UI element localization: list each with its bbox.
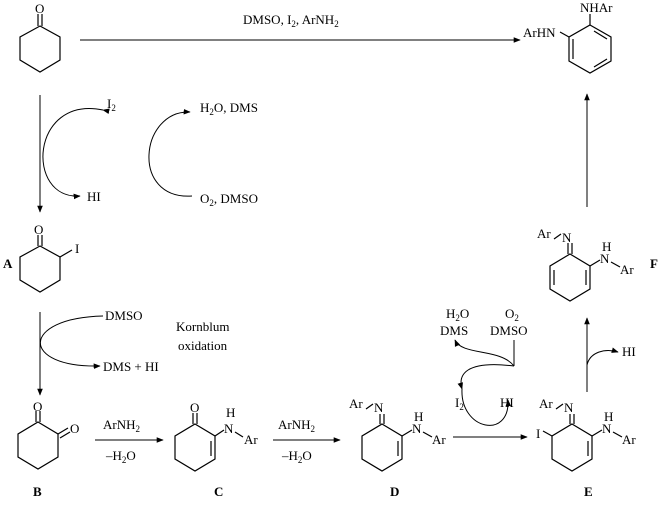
- compound-d-structure: Ar N H N Ar: [349, 396, 446, 472]
- atom-n: N: [412, 421, 422, 436]
- reagent-dms-hi: DMS + HI: [103, 359, 159, 374]
- atom-n: N: [600, 251, 610, 266]
- atom-ar: Ar: [620, 262, 634, 277]
- atom-n: N: [374, 400, 384, 415]
- reagent-top: DMSO, I2, ArNH2: [243, 12, 339, 29]
- atom-h: H: [602, 239, 611, 254]
- hi-release-arc: [586, 347, 619, 366]
- atom-h: H: [604, 409, 613, 424]
- atom-h: H: [414, 409, 423, 424]
- atom-o: O: [34, 222, 43, 237]
- atom-o: O: [33, 399, 42, 414]
- cycle-arc-de: [461, 388, 512, 426]
- label-c: C: [214, 484, 223, 499]
- compound-a-structure: O I: [19, 222, 79, 293]
- atom-ar: Ar: [539, 396, 553, 411]
- atom-n: N: [562, 230, 572, 245]
- reagent-arnh2-1: ArNH2: [103, 417, 140, 434]
- label-a: A: [3, 256, 13, 271]
- atom-nhar: NHAr: [580, 0, 613, 15]
- reagent-hi-right: HI: [500, 395, 514, 410]
- reagent-minus-h2o-2: –H2O: [281, 448, 312, 465]
- reagent-dms-right: DMS: [440, 323, 468, 338]
- compound-e-structure: Ar N I H N Ar: [536, 396, 636, 472]
- reagent-dmso: DMSO: [105, 308, 143, 323]
- reagent-o2-right: O2: [505, 306, 519, 323]
- label-oxidation: oxidation: [178, 338, 228, 353]
- atom-ar: Ar: [537, 226, 551, 241]
- kornblum-arc: [40, 315, 104, 369]
- compound-f-structure: Ar N H N Ar: [537, 226, 634, 302]
- cycle-arc-left: [42, 108, 110, 200]
- cycle-arc-right: [148, 108, 193, 197]
- reagent-h2o-right: H2O: [446, 306, 469, 323]
- label-d: D: [390, 484, 399, 499]
- compound-b-structure: O O: [17, 399, 79, 470]
- diamine-product-structure: NHAr ArHN: [523, 0, 613, 74]
- atom-o: O: [190, 400, 199, 415]
- reagent-hi-f: HI: [622, 344, 636, 359]
- atom-ar: Ar: [622, 432, 636, 447]
- atom-n: N: [602, 421, 612, 436]
- atom-ar: Ar: [432, 432, 446, 447]
- label-kornblum: Kornblum: [176, 319, 229, 334]
- atom-o: O: [35, 1, 44, 16]
- atom-i: I: [75, 241, 79, 256]
- atom-arhn: ArHN: [523, 25, 556, 40]
- atom-o: O: [70, 421, 79, 436]
- reagent-i2: I2: [107, 96, 116, 113]
- cycle-arc-upper: [454, 339, 515, 367]
- compound-c-structure: O H N Ar: [174, 400, 258, 472]
- reagent-hi: HI: [87, 189, 101, 204]
- label-b: B: [33, 484, 42, 499]
- atom-n: N: [564, 400, 574, 415]
- label-f: F: [650, 256, 658, 271]
- label-e: E: [584, 484, 593, 499]
- cyclohexanone-structure: O: [19, 1, 61, 73]
- reagent-arnh2-2: ArNH2: [278, 417, 315, 434]
- atom-ar: Ar: [244, 432, 258, 447]
- atom-n: N: [224, 421, 234, 436]
- reagent-h2o-dms: H2O, DMS: [200, 100, 258, 117]
- atom-i: I: [536, 426, 540, 441]
- atom-h: H: [226, 405, 235, 420]
- reagent-dmso-right: DMSO: [490, 323, 528, 338]
- reagent-minus-h2o-1: –H2O: [105, 448, 136, 465]
- reagent-o2-dmso: O2, DMSO: [200, 191, 258, 208]
- atom-ar: Ar: [349, 396, 363, 411]
- reagent-i2-right: I2: [455, 395, 464, 412]
- cycle-arc-lower: [457, 364, 515, 390]
